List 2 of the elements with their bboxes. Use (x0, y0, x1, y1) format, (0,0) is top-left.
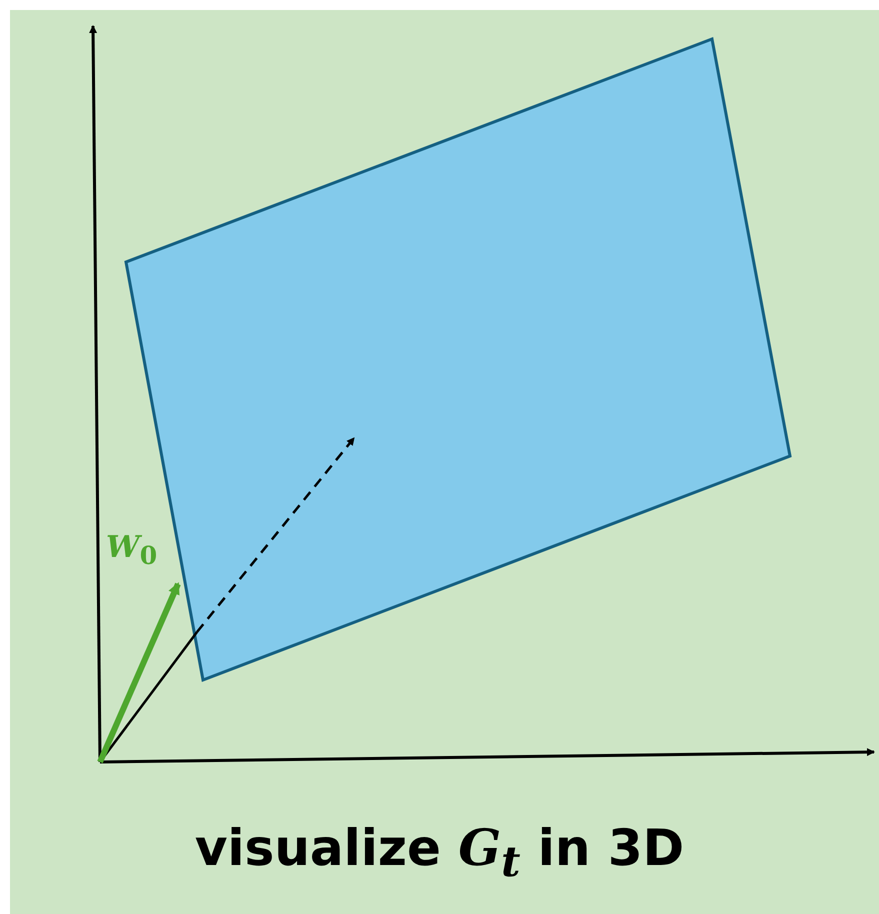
caption: visualize G$_{t}$ in 3D (194, 818, 686, 886)
vector-label: W$_{0}$ (106, 530, 158, 570)
